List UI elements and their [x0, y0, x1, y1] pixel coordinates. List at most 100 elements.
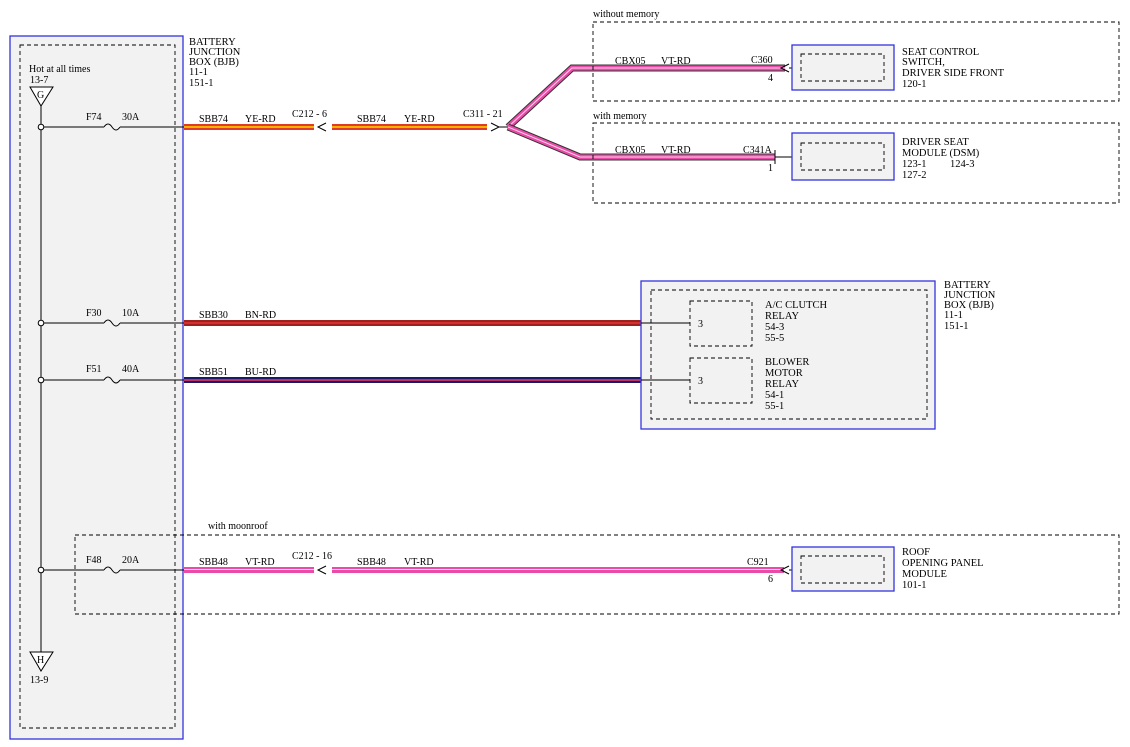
svg-text:VT-RD: VT-RD	[404, 557, 434, 568]
svg-text:127-2: 127-2	[902, 170, 927, 181]
without-memory-label: without memory	[593, 9, 659, 20]
seat-control-switch-inner	[800, 53, 885, 82]
svg-text:55-5: 55-5	[765, 333, 784, 344]
svg-text:F48: F48	[86, 555, 102, 566]
svg-text:YE-RD: YE-RD	[245, 114, 276, 125]
connector-c341a-pin: 1	[768, 163, 773, 174]
bjb-left-inner	[19, 44, 176, 729]
svg-text:BATTERY: BATTERY	[189, 37, 236, 48]
svg-text:DRIVER SEAT: DRIVER SEAT	[902, 137, 969, 148]
driver-seat-module-inner	[800, 142, 885, 171]
connector-c212-6: C212 - 6	[292, 109, 327, 120]
seat-control-switch-box	[791, 44, 895, 91]
with-memory-region	[592, 122, 1120, 204]
wire-sbb74-a: SBB74 YE-RD	[184, 114, 314, 130]
bjb-right-outline	[640, 280, 936, 430]
fuse-f30: F30 10A	[37, 308, 184, 327]
svg-text:RELAY: RELAY	[765, 379, 799, 390]
svg-text:F30: F30	[86, 308, 102, 319]
roof-opening-panel-label: ROOF OPENING PANEL MODULE 101-1	[902, 547, 984, 591]
svg-text:DRIVER SIDE FRONT: DRIVER SIDE FRONT	[902, 68, 1005, 79]
with-moonroof-label: with moonroof	[208, 521, 268, 532]
ground-symbol-bottom: H	[29, 651, 54, 672]
blower-motor-relay-label: BLOWER MOTOR RELAY 54-1 55-1	[765, 357, 809, 412]
wire-sbb30: SBB30 BN-RD	[184, 310, 641, 326]
wire-sbb74-b: SBB74 YE-RD	[332, 114, 487, 130]
connector-c360-symbol	[779, 63, 790, 73]
svg-text:124-3: 124-3	[950, 159, 975, 170]
svg-text:BOX (BJB): BOX (BJB)	[189, 57, 239, 68]
svg-text:BLOWER: BLOWER	[765, 357, 809, 368]
cbx05-bot-color: VT-RD	[661, 145, 691, 156]
svg-text:11-1: 11-1	[189, 67, 208, 78]
svg-text:RELAY: RELAY	[765, 311, 799, 322]
connector-c311-21: C311 - 21	[463, 109, 503, 120]
svg-text:BATTERY: BATTERY	[944, 280, 991, 291]
fuse-f74: F74 30A	[37, 112, 184, 131]
svg-text:OPENING PANEL: OPENING PANEL	[902, 558, 984, 569]
svg-text:SBB74: SBB74	[357, 114, 386, 125]
connector-c311-21-symbol	[490, 122, 501, 132]
svg-text:BOX (BJB): BOX (BJB)	[944, 300, 994, 311]
without-memory-region	[592, 21, 1120, 102]
wire-sbb51: SBB51 BU-RD	[184, 367, 641, 383]
bottom-ref: 13-9	[30, 675, 48, 686]
svg-text:BN-RD: BN-RD	[245, 310, 276, 321]
svg-text:151-1: 151-1	[944, 321, 969, 332]
top-ref: 13-7	[30, 75, 48, 86]
svg-text:151-1: 151-1	[189, 78, 214, 89]
ac-clutch-relay-pin: 3	[698, 319, 703, 330]
svg-text:SBB74: SBB74	[199, 114, 228, 125]
wire-sbb48-a: SBB48 VT-RD	[184, 557, 314, 573]
fuse-f51: F51 40A	[37, 364, 184, 384]
svg-text:VT-RD: VT-RD	[245, 557, 275, 568]
roof-opening-panel-inner	[800, 555, 885, 584]
driver-seat-module-label: DRIVER SEAT MODULE (DSM) 123-1 124-3 127…	[902, 137, 980, 181]
ground-symbol-top: G	[29, 86, 54, 107]
bjb-right-title: BATTERY JUNCTION BOX (BJB) 11-1 151-1	[944, 280, 996, 332]
driver-seat-module-box	[791, 132, 895, 181]
svg-text:SBB48: SBB48	[357, 557, 386, 568]
svg-text:MODULE (DSM): MODULE (DSM)	[902, 148, 980, 159]
bjb-right-inner	[650, 289, 928, 420]
connector-c360: C360	[751, 55, 773, 66]
svg-text:MODULE: MODULE	[902, 569, 947, 580]
hot-at-all-times-label: Hot at all times	[29, 64, 90, 75]
svg-text:H: H	[37, 655, 44, 666]
with-moonroof-region	[74, 534, 1120, 615]
connector-c921-pin: 6	[768, 574, 773, 585]
svg-text:SWITCH,: SWITCH,	[902, 57, 945, 68]
svg-text:20A: 20A	[122, 555, 140, 566]
svg-text:10A: 10A	[122, 308, 140, 319]
connector-c360-pin: 4	[768, 73, 773, 84]
connector-c341a: C341A	[743, 145, 773, 156]
ac-clutch-relay-label: A/C CLUTCH RELAY 54-3 55-5	[765, 300, 828, 344]
svg-text:123-1: 123-1	[902, 159, 927, 170]
svg-text:SBB30: SBB30	[199, 310, 228, 321]
svg-text:G: G	[37, 90, 44, 101]
wire-sbb48-b: SBB48 VT-RD	[332, 557, 784, 573]
svg-text:54-1: 54-1	[765, 390, 784, 401]
svg-text:11-1: 11-1	[944, 310, 963, 321]
with-memory-label: with memory	[593, 111, 647, 122]
svg-text:ROOF: ROOF	[902, 547, 930, 558]
wire-cbx05-branch	[505, 64, 785, 161]
roof-opening-panel-box	[791, 546, 895, 592]
svg-text:MOTOR: MOTOR	[765, 368, 803, 379]
svg-text:JUNCTION: JUNCTION	[189, 47, 241, 58]
svg-text:JUNCTION: JUNCTION	[944, 290, 996, 301]
connector-c212-16-symbol	[316, 565, 327, 575]
svg-text:30A: 30A	[122, 112, 140, 123]
fuse-f48: F48 20A	[37, 555, 184, 574]
cbx05-bot-circuit: CBX05	[615, 145, 646, 156]
connector-c921-symbol	[779, 565, 790, 575]
svg-text:A/C CLUTCH: A/C CLUTCH	[765, 300, 828, 311]
ac-clutch-relay-box	[689, 300, 753, 347]
svg-text:YE-RD: YE-RD	[404, 114, 435, 125]
svg-text:BU-RD: BU-RD	[245, 367, 276, 378]
svg-text:120-1: 120-1	[902, 79, 927, 90]
svg-text:54-3: 54-3	[765, 322, 784, 333]
svg-text:101-1: 101-1	[902, 580, 927, 591]
blower-motor-relay-pin: 3	[698, 376, 703, 387]
